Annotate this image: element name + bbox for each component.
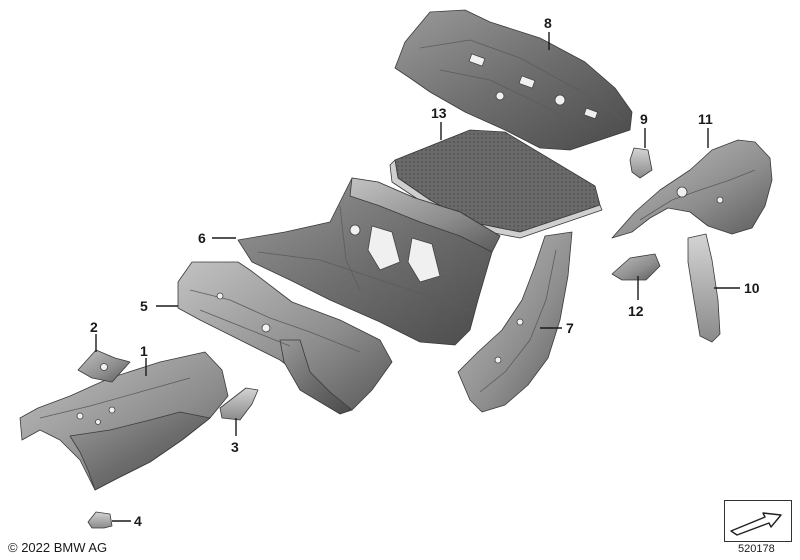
copyright-text: © 2022 BMW AG bbox=[8, 540, 108, 555]
callout-10: 10 bbox=[744, 280, 760, 296]
part-12-small-pad-right bbox=[611, 253, 661, 281]
callout-8: 8 bbox=[544, 15, 552, 31]
callout-4: 4 bbox=[134, 513, 142, 529]
part-8-rear-upper-insulation bbox=[394, 9, 633, 151]
part-10-pillar-insulation bbox=[687, 233, 721, 343]
part-1-tunnel-insulation bbox=[19, 351, 229, 491]
callout-12: 12 bbox=[628, 303, 644, 319]
callout-7: 7 bbox=[566, 320, 574, 336]
callout-11: 11 bbox=[698, 111, 713, 127]
part-9-wedge bbox=[629, 147, 653, 179]
part-11-wheel-arch-insulation bbox=[611, 139, 773, 239]
callout-13: 13 bbox=[431, 105, 447, 121]
callout-5: 5 bbox=[140, 298, 148, 314]
callout-3: 3 bbox=[231, 439, 239, 455]
callout-6: 6 bbox=[198, 230, 206, 246]
vehicle-orientation-arrow-icon bbox=[730, 512, 782, 536]
part-3-bracket-insulation bbox=[219, 387, 259, 421]
callout-2: 2 bbox=[90, 319, 98, 335]
callout-1: 1 bbox=[140, 343, 148, 359]
part-7-side-insulation bbox=[457, 231, 573, 413]
diagram-id: 520178 bbox=[738, 543, 775, 555]
callout-labels: 1 2 3 4 5 6 7 8 9 10 11 12 13 bbox=[90, 15, 760, 529]
orientation-box bbox=[724, 500, 792, 542]
part-5-floor-insulation bbox=[177, 261, 393, 415]
callout-9: 9 bbox=[640, 111, 648, 127]
part-6-rear-seat-insulation bbox=[237, 177, 501, 346]
leader-lines bbox=[95, 32, 740, 522]
part-4-clip-pad bbox=[87, 511, 113, 529]
